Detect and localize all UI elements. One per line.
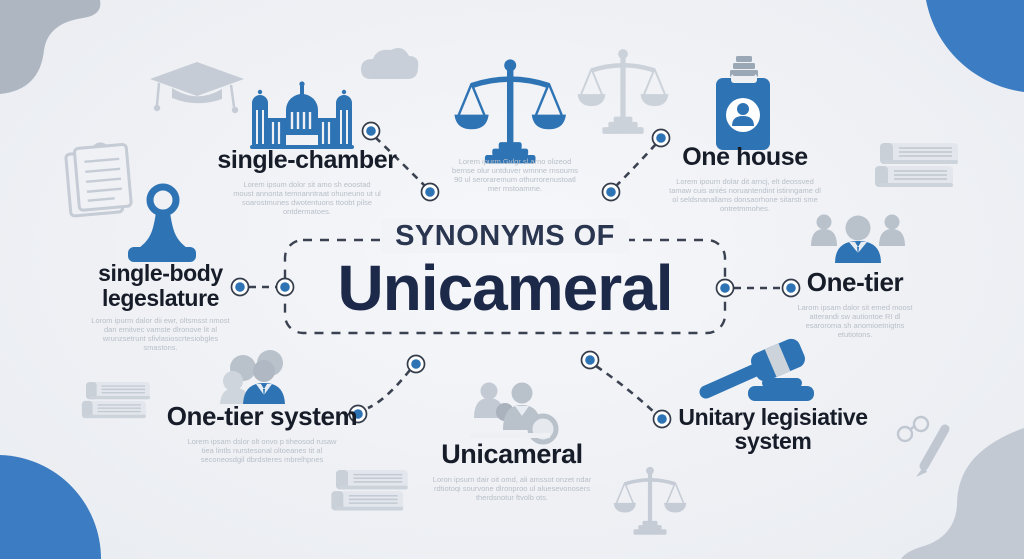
people-crowd-icon [218, 350, 286, 407]
node-unicameral-example: Unicameral Loron ipsurn dair oit omd, al… [412, 439, 612, 502]
connector-unitary [595, 364, 656, 414]
capitol-building-icon [250, 81, 354, 149]
corner-blob-top-left [0, 0, 101, 94]
dot [420, 182, 440, 202]
node-label: Unitary legisiative system [678, 404, 868, 454]
connector-single-chamber [374, 136, 426, 187]
node-label: One-tier [806, 267, 904, 297]
connector-lines [249, 136, 782, 414]
corner-blob-top-right [926, 0, 1024, 92]
businessman-group-icon [811, 214, 905, 263]
node-description: Larom ipsam dalor sit emed moost atteran… [797, 303, 913, 339]
dot [230, 277, 250, 297]
node-one-tier: One-tier Larom ipsam dalor sit emed moos… [775, 267, 935, 339]
graduation-cap-icon [150, 62, 244, 114]
node-balance: Lorem ipurm Gvlgr sl arno olizeod bernse… [440, 157, 590, 193]
node-label: Unicameral [441, 439, 583, 469]
node-description: Lorom ipurm dalor dii ewr, oltsmsst nmos… [91, 316, 230, 352]
node-label: single-body legeslature [98, 260, 223, 311]
center-card: SYNONYMS OF Unicameral [285, 219, 725, 321]
center-title: Unicameral [337, 252, 673, 324]
dot [652, 409, 672, 429]
node-one-tier-system: One-tier system Lorem ipsam dslor olt on… [162, 401, 362, 464]
books-icon-top-right [874, 142, 959, 188]
scales-gray-top-icon [578, 50, 668, 134]
dot [361, 121, 381, 141]
books-icon-left [81, 381, 151, 419]
corner-blob-bottom-left [0, 455, 101, 559]
center-kicker: SYNONYMS OF [285, 219, 725, 253]
node-description: Loron ipsurn dair oit omd, ali amssot on… [432, 475, 592, 502]
dot [651, 128, 671, 148]
glasses-icon [896, 415, 930, 443]
dot [275, 277, 295, 297]
id-badge-icon [716, 56, 770, 150]
node-description: Lorem ipsum dolor sit amo sh eoostad mou… [233, 180, 381, 216]
node-description: Lorem ipourn dolar dit arncj, elt deossv… [669, 177, 821, 213]
cloud-icon [361, 48, 419, 79]
dot [580, 350, 600, 370]
scales-of-justice-icon [455, 60, 565, 163]
stamp-icon [128, 183, 196, 262]
node-description: Lorem ipurm Gvlgr sl arno olizeod bernse… [452, 157, 578, 193]
node-unitary: Unitary legisiative system [658, 405, 888, 453]
node-label: single-chamber [217, 146, 397, 174]
dot [406, 354, 426, 374]
dot [781, 278, 801, 298]
node-single-body: single-body legeslature Lorom ipurm dalo… [63, 260, 258, 353]
corner-blob-bottom-right [901, 428, 1024, 559]
dot [601, 182, 621, 202]
clipboard-icon [64, 142, 133, 218]
node-single-chamber: single-chamber Lorem ipsum dolor sit amo… [182, 146, 432, 216]
pen-icon [916, 424, 950, 477]
connector-one-house [616, 143, 657, 186]
node-label: One-tier system [166, 401, 358, 431]
connector-dots [230, 121, 801, 429]
node-label: One house [682, 143, 808, 171]
books-icon-bottom [330, 469, 409, 512]
gavel-icon [699, 338, 814, 401]
dot [715, 278, 735, 298]
node-one-house: One house Lorem ipourn dolar dit arncj, … [620, 143, 870, 213]
connector-one-tier-system [367, 369, 412, 410]
dot [348, 404, 368, 424]
node-description: Lorem ipsam dslor olt onvo p tiheosod ru… [187, 437, 337, 464]
scales-gray-bottom-icon [612, 465, 688, 537]
people-badge-icon [470, 382, 559, 445]
